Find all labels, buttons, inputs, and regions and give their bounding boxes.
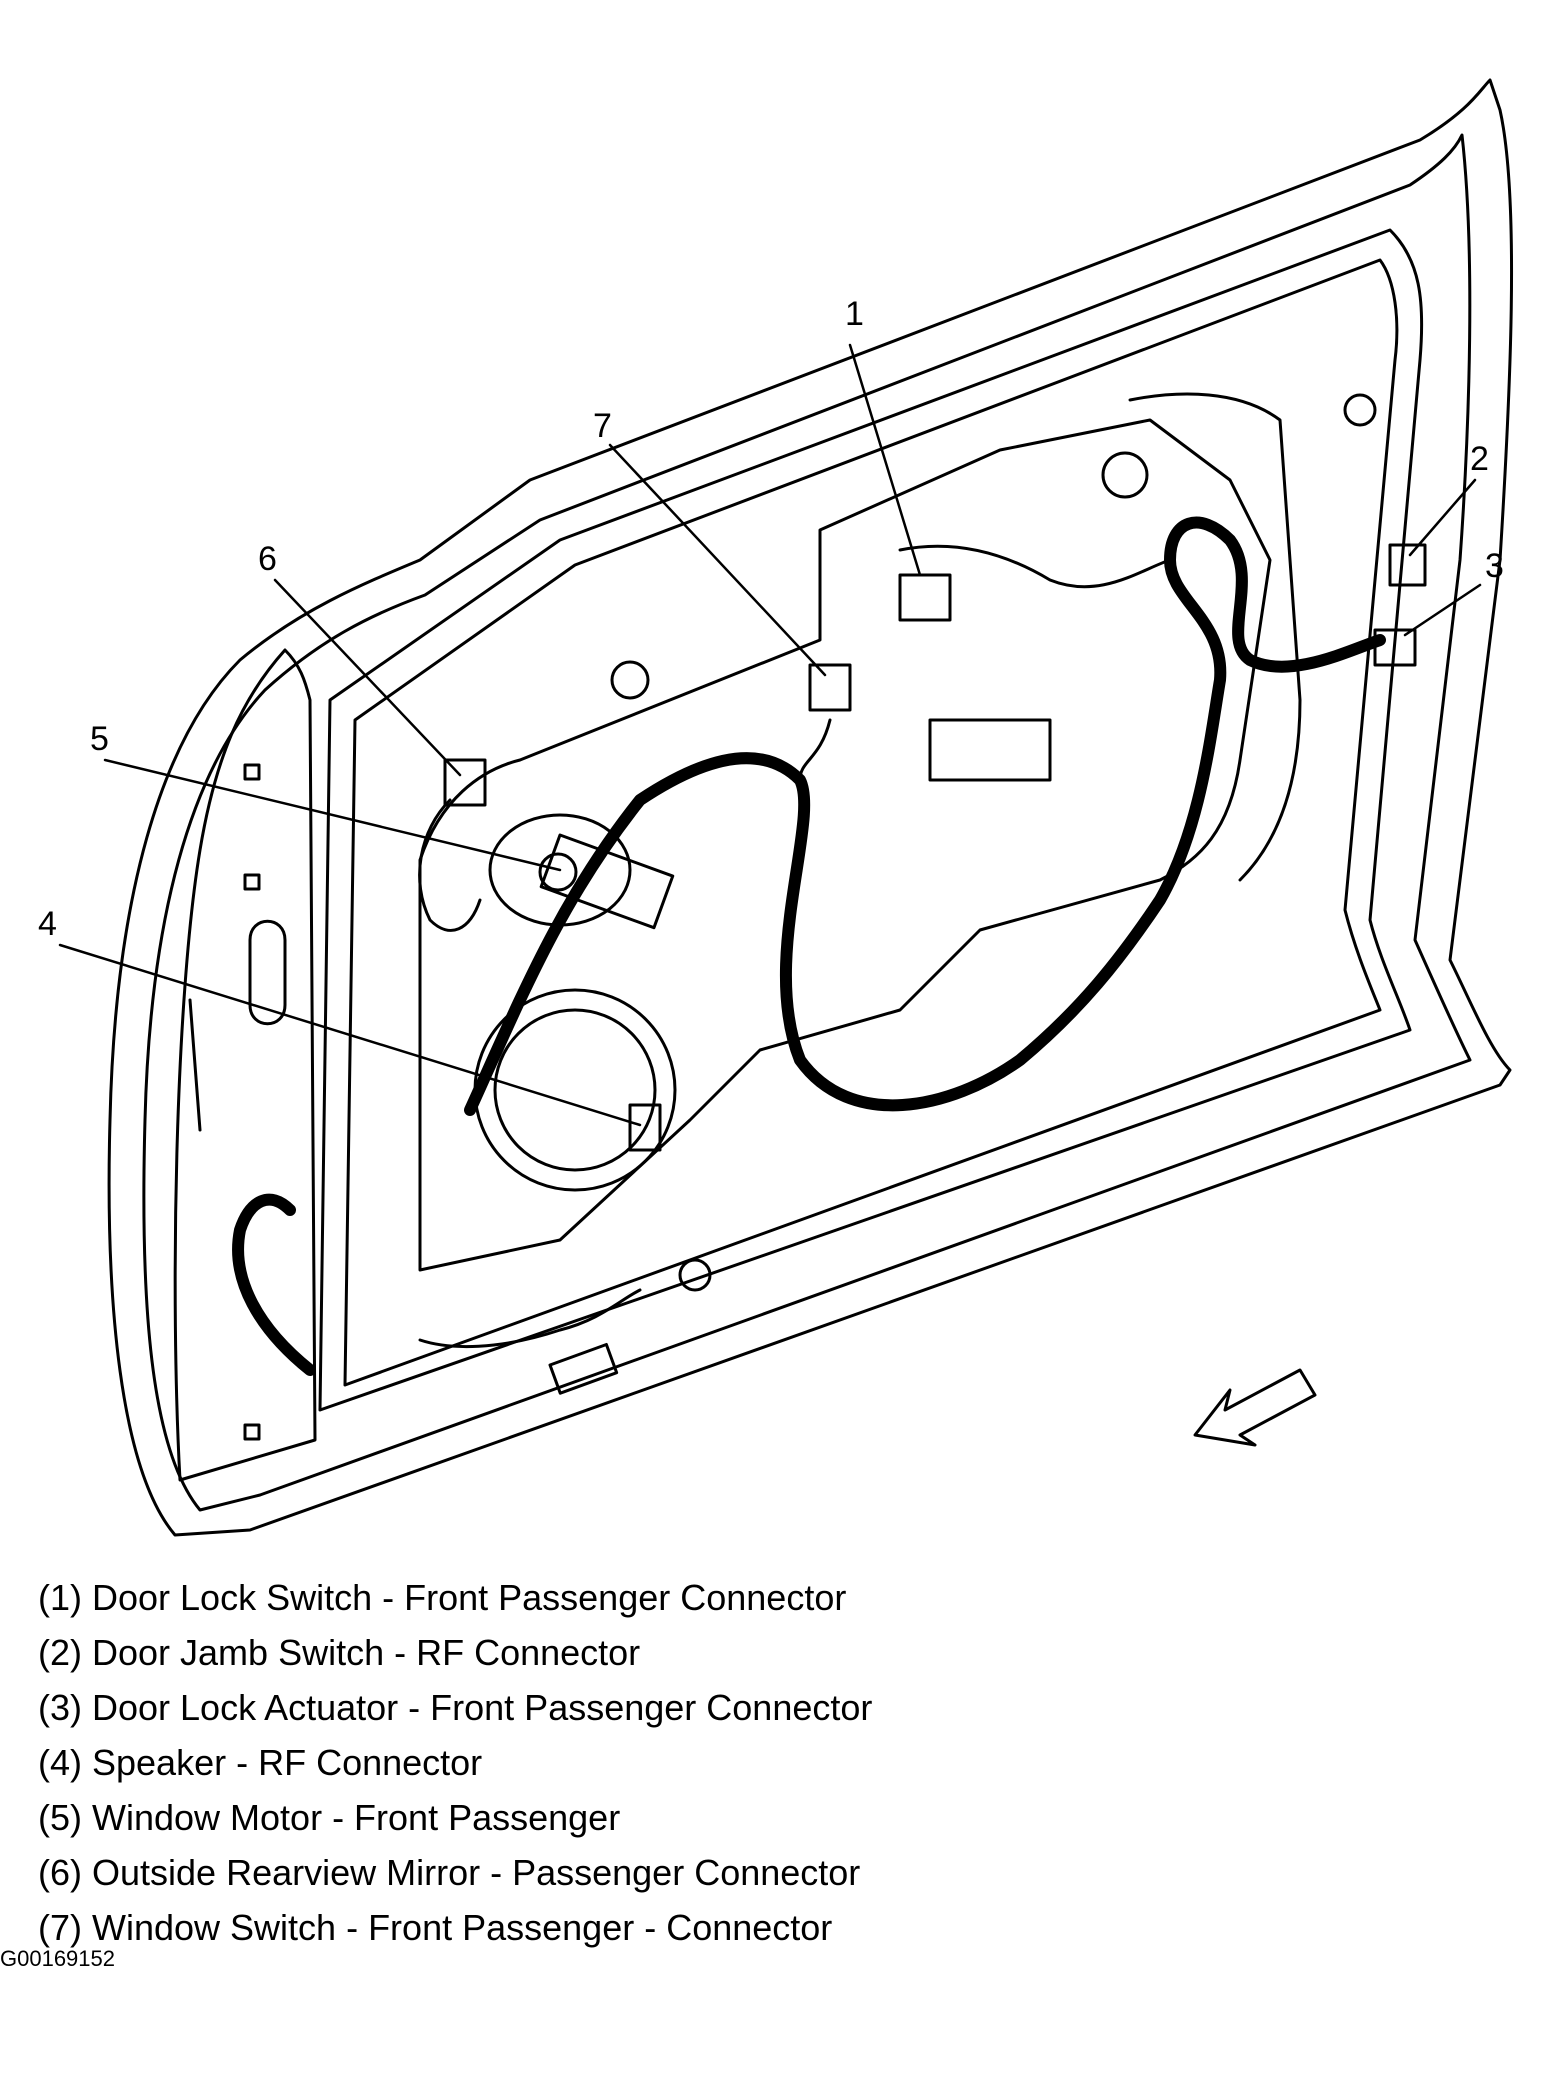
wiring-branch <box>798 718 832 782</box>
harness-grommet <box>548 1342 619 1395</box>
leader-line-6 <box>273 578 462 777</box>
door-outer-frame <box>107 78 1514 1537</box>
door-module-panel <box>418 418 1272 1272</box>
door-lock-switch-connector <box>898 573 952 622</box>
callout-2: 2 <box>1470 440 1489 478</box>
door-jamb-switch-connector <box>1388 543 1427 587</box>
wiring-branch <box>418 798 482 932</box>
callout-3: 3 <box>1485 547 1504 585</box>
speaker-ring <box>493 1008 657 1172</box>
callout-5: 5 <box>90 720 109 758</box>
legend-item-6: (6) Outside Rearview Mirror - Passenger … <box>38 1852 861 1893</box>
window-regulator-rail <box>1128 392 1302 882</box>
hinge-slot <box>243 873 261 891</box>
hinge-slot <box>243 763 261 781</box>
legend-item-2: (2) Door Jamb Switch - RF Connector <box>38 1632 641 1673</box>
hinge-panel <box>173 648 317 1482</box>
legend-item-1: (1) Door Lock Switch - Front Passenger C… <box>38 1577 847 1618</box>
hinge-rib <box>188 998 202 1132</box>
regulator-bracket <box>928 718 1052 782</box>
door-lock-actuator-connector <box>1373 628 1417 667</box>
door-inner-frame-1 <box>142 133 1472 1512</box>
speaker-connector <box>628 1103 662 1152</box>
callout-7: 7 <box>593 407 612 445</box>
legend: (1) Door Lock Switch - Front Passenger C… <box>38 1570 872 1955</box>
wiring-harness <box>232 1193 316 1376</box>
wiring-branch <box>418 1288 642 1349</box>
hinge-opening <box>248 919 287 1026</box>
callout-4: 4 <box>38 905 57 943</box>
mirror-connector <box>443 758 487 807</box>
mount-hole <box>678 1258 712 1292</box>
leader-line-1 <box>848 343 922 577</box>
figure-id: G00169152 <box>0 1946 115 1971</box>
wiring-branch <box>898 544 1172 589</box>
window-frame-seal <box>343 258 1399 1387</box>
mount-hole <box>610 660 650 700</box>
window-switch-connector <box>808 663 852 712</box>
mount-hole <box>1343 393 1377 427</box>
direction-arrow-icon <box>1193 1368 1317 1447</box>
callout-1: 1 <box>845 295 864 333</box>
callout-6: 6 <box>258 540 277 578</box>
leader-lines <box>58 343 1482 1127</box>
mount-hole <box>1101 451 1149 499</box>
legend-item-3: (3) Door Lock Actuator - Front Passenger… <box>38 1687 873 1728</box>
window-motor-hub <box>538 852 578 892</box>
legend-item-7: (7) Window Switch - Front Passenger - Co… <box>38 1907 833 1948</box>
leader-line-7 <box>608 443 827 677</box>
leader-line-2 <box>1408 478 1477 557</box>
hinge-slot <box>243 1423 261 1441</box>
legend-item-5: (5) Window Motor - Front Passenger <box>38 1797 621 1838</box>
window-frame-inner <box>318 228 1424 1412</box>
leader-line-4 <box>58 943 642 1127</box>
leader-line-5 <box>103 758 562 872</box>
door-wiring-diagram: 1 2 3 4 5 6 7 <box>38 78 1514 1537</box>
legend-item-4: (4) Speaker - RF Connector <box>38 1742 483 1783</box>
window-motor-gear <box>539 833 675 930</box>
wiring-harness <box>464 516 1386 1116</box>
leader-line-3 <box>1403 583 1482 637</box>
